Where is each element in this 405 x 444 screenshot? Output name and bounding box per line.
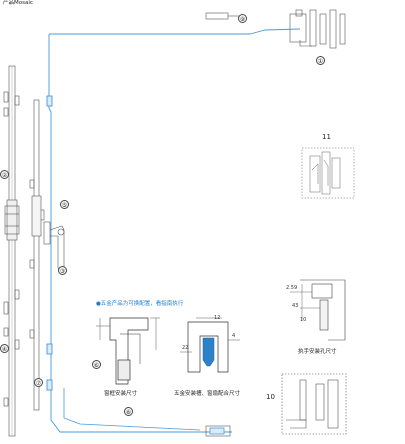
callout-10: 10	[266, 393, 275, 401]
dim-label: 22	[182, 345, 189, 351]
callout-2: ②	[0, 170, 9, 179]
caption-window-section: 窗框安装尺寸	[104, 391, 138, 397]
caption-handle-section: 执手安装孔尺寸	[298, 349, 337, 355]
callout-9: ⑨	[238, 14, 247, 23]
dim-label: 2.59	[286, 285, 298, 291]
dim-label: 43	[292, 303, 299, 309]
callout-5: ⑤	[60, 200, 69, 209]
dim-label: 4	[232, 333, 236, 339]
callout-1: ①	[316, 56, 325, 65]
dim-label: 12	[214, 315, 221, 321]
callout-7: ⑦	[34, 378, 43, 387]
callout-8: ⑧	[124, 407, 133, 416]
callout-11: 11	[322, 133, 331, 141]
callout-6: ⑥	[92, 360, 101, 369]
blue-groove-insert	[202, 337, 215, 367]
dim-label: 10	[300, 317, 307, 323]
config-note: ●五金产品为可换配置，看指南执行	[96, 301, 184, 307]
callout-3: ③	[58, 266, 67, 275]
caption-hardware-section: 五金安装槽、窗扇配合尺寸	[174, 391, 241, 397]
callout-4: ④	[0, 344, 9, 353]
corner-text: 产品Mosaic	[3, 0, 33, 6]
